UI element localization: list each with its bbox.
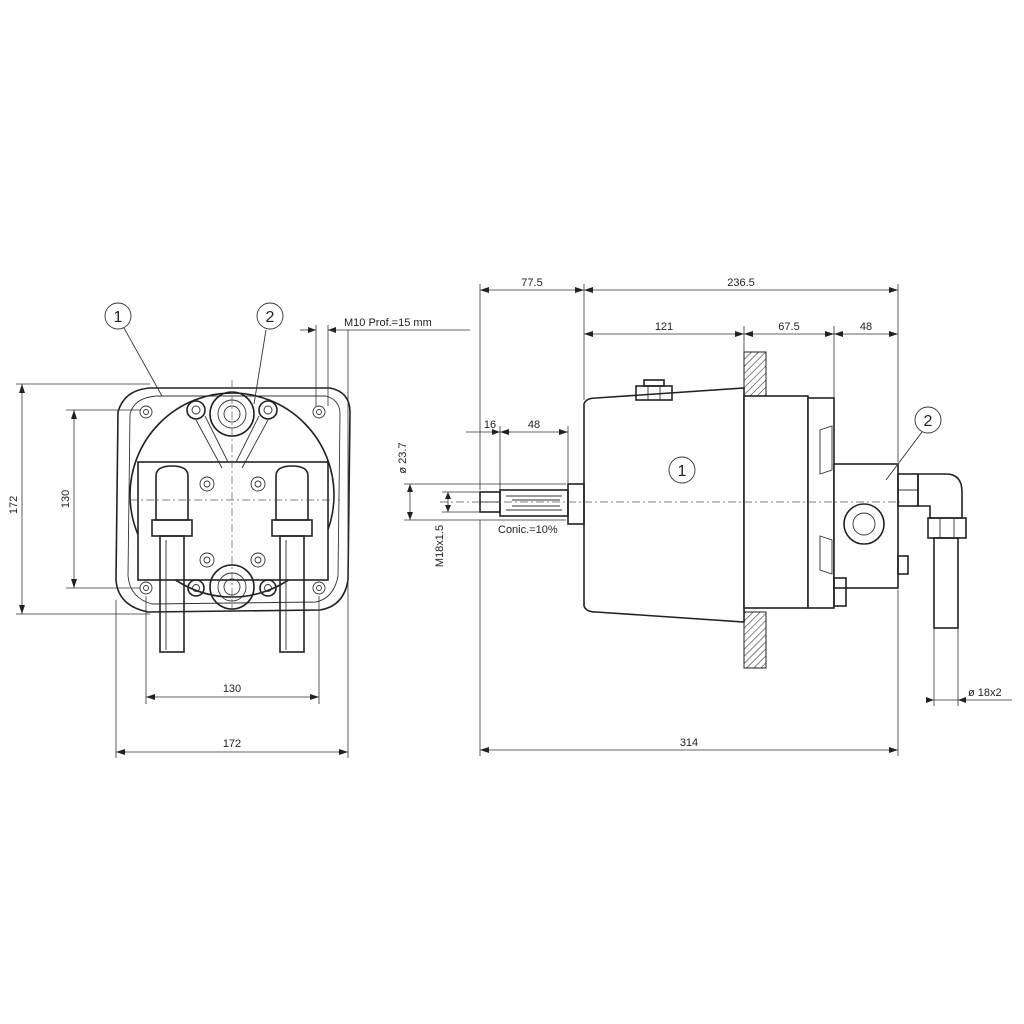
side-shaft [479, 483, 585, 525]
svg-text:1: 1 [114, 309, 123, 326]
dim-shaft-diameter: ø 23.7 [397, 442, 566, 521]
front-valve-block [137, 461, 329, 581]
front-callout-1: 1 [104, 302, 163, 397]
dim-front-width-outer: 172 [115, 330, 349, 758]
dim-shaft-length-label: 77.5 [521, 277, 542, 289]
svg-text:2: 2 [924, 413, 933, 430]
conic-note-label: Conic.=10% [498, 524, 558, 536]
side-callout-1: 1 [668, 456, 696, 484]
front-left-fitting [151, 465, 193, 653]
dim-body-length-label: 236.5 [727, 277, 755, 289]
side-port-outer [843, 503, 885, 545]
front-bottom-port [187, 564, 277, 610]
thread-note-label: M10 Prof.=15 mm [344, 317, 432, 329]
dim-total-label: 314 [680, 737, 698, 749]
dim-front-width-outer-label: 172 [223, 738, 241, 750]
dim-pipe-label: ø 18x2 [968, 687, 1002, 699]
dim-front-width-inner-label: 130 [223, 683, 241, 695]
dim-body-split: 121 67.5 48 [584, 321, 898, 398]
dim-front-height-inner-label: 130 [60, 490, 72, 508]
dim-front-height-inner: 130 [60, 409, 140, 589]
side-elbow-fitting [897, 473, 967, 629]
flange-bolt-holes [139, 405, 326, 595]
svg-text:2: 2 [266, 309, 275, 326]
side-pump-housing [583, 387, 745, 623]
bulkhead-lower [743, 611, 767, 669]
dim-pipe-diameter: ø 18x2 [926, 628, 1012, 706]
dim-spline-label: 48 [528, 419, 540, 431]
dim-body-mid-label: 67.5 [778, 321, 799, 333]
dim-thread: M18x1.5 [434, 491, 480, 567]
svg-text:1: 1 [678, 463, 687, 480]
front-flange-inner [127, 395, 341, 605]
dim-diameter-label: ø 23.7 [397, 442, 409, 473]
dim-front-height-outer-label: 172 [8, 496, 20, 514]
side-view: 77.5 236.5 121 67.5 48 [397, 277, 1012, 756]
dim-front-height-outer: 172 [8, 383, 150, 615]
dim-shaft-length: 77.5 [479, 277, 585, 490]
front-right-fitting [271, 465, 313, 653]
dim-thread-label: M18x1.5 [434, 525, 446, 567]
side-callout-2: 2 [885, 406, 942, 481]
front-block-screws [199, 476, 266, 568]
thread-note-leader: M10 Prof.=15 mm [300, 317, 470, 406]
housing-top-nut [635, 379, 673, 401]
front-view: 172 130 130 172 [8, 302, 470, 758]
dim-body-rear-label: 48 [860, 321, 872, 333]
dim-total-length: 314 [479, 520, 899, 756]
dim-nut-label: 16 [484, 419, 496, 431]
front-callout-2: 2 [253, 302, 284, 405]
dim-body-front-label: 121 [655, 321, 673, 333]
dim-body-length: 236.5 [584, 277, 899, 462]
dim-front-width-inner: 130 [145, 596, 320, 704]
dim-nut-spline: 16 48 [466, 419, 569, 490]
side-port-inner [852, 512, 876, 536]
bulkhead-upper [743, 351, 767, 401]
